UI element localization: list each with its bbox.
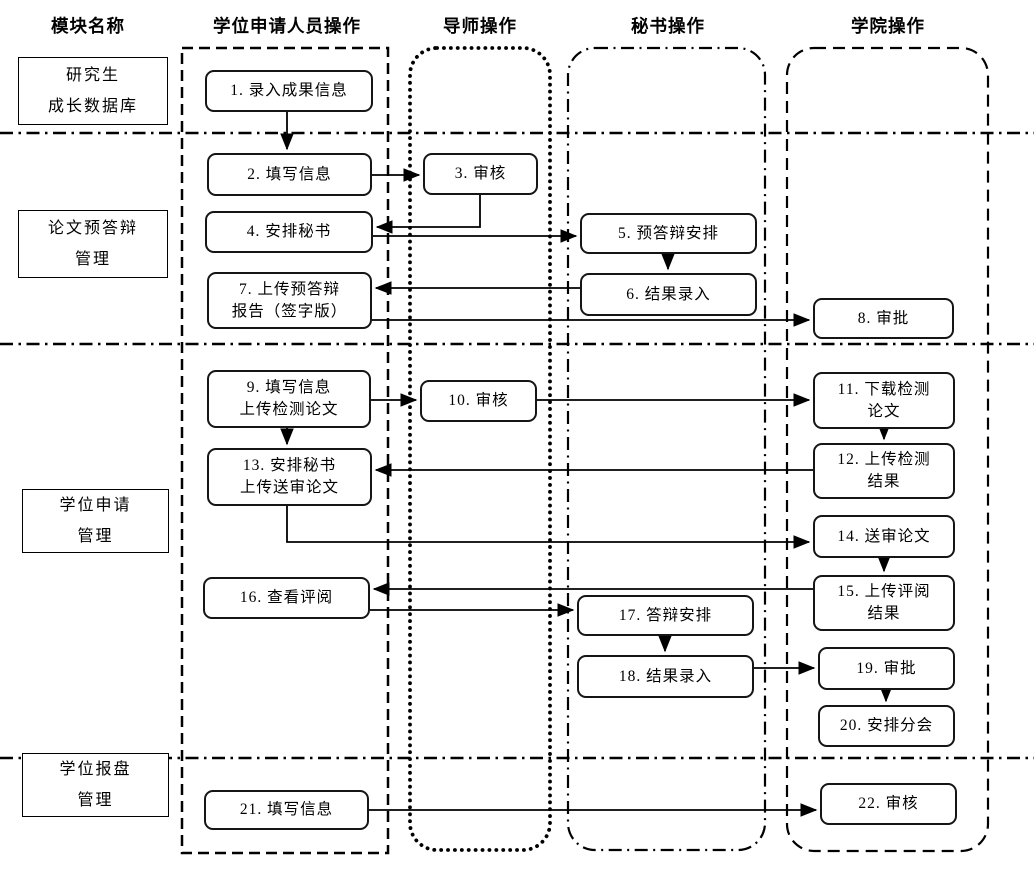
lane-supervisor-border xyxy=(408,46,552,852)
flow-node-17: 17. 答辩安排 xyxy=(577,595,754,636)
lane-header-applicant: 学位申请人员操作 xyxy=(213,16,361,36)
flow-node-5: 5. 预答辩安排 xyxy=(580,213,757,254)
flow-node-9: 9. 填写信息 上传检测论文 xyxy=(207,370,371,428)
arrow-3-4 xyxy=(375,195,481,234)
module-box-growth-database: 研究生 成长数据库 xyxy=(18,57,168,125)
flow-arrows xyxy=(280,112,893,817)
flow-node-1: 1. 录入成果信息 xyxy=(205,70,373,112)
swimlane-borders xyxy=(180,46,990,855)
flow-node-20: 20. 安排分会 xyxy=(818,705,955,747)
flow-node-19: 19. 审批 xyxy=(818,647,955,690)
flow-node-3: 3. 审核 xyxy=(423,153,538,195)
flow-node-10: 10. 审核 xyxy=(420,380,537,422)
module-column-header: 模块名称 xyxy=(51,16,125,36)
flow-node-6: 6. 结果录入 xyxy=(580,273,757,316)
lane-header-supervisor: 导师操作 xyxy=(443,16,517,36)
flow-node-18: 18. 结果录入 xyxy=(577,655,754,698)
flow-node-13: 13. 安排秘书 上传送审论文 xyxy=(207,448,372,506)
flow-node-2: 2. 填写信息 xyxy=(207,153,372,196)
lane-secretary-border xyxy=(566,46,767,852)
flow-node-15: 15. 上传评阅 结果 xyxy=(813,575,955,631)
flow-node-16: 16. 查看评阅 xyxy=(203,577,370,619)
module-box-degree-report: 学位报盘 管理 xyxy=(22,753,169,817)
lane-header-college: 学院操作 xyxy=(851,16,925,36)
flow-node-21: 21. 填写信息 xyxy=(204,790,369,830)
module-box-degree-application: 学位申请 管理 xyxy=(22,489,169,553)
flow-node-22: 22. 审核 xyxy=(820,783,957,825)
flow-node-7: 7. 上传预答辩 报告（签字版） xyxy=(207,272,372,329)
lane-applicant-border xyxy=(180,46,390,855)
flow-node-11: 11. 下载检测 论文 xyxy=(813,372,955,429)
flow-node-12: 12. 上传检测 结果 xyxy=(813,443,955,499)
lane-header-secretary: 秘书操作 xyxy=(631,16,705,36)
flow-node-4: 4. 安排秘书 xyxy=(205,211,373,253)
flow-node-14: 14. 送审论文 xyxy=(813,515,955,558)
arrow-13-14 xyxy=(286,506,811,549)
lane-college-border xyxy=(785,46,990,853)
flow-node-8: 8. 审批 xyxy=(813,298,954,339)
module-box-predefense-mgmt: 论文预答辩 管理 xyxy=(18,210,168,278)
